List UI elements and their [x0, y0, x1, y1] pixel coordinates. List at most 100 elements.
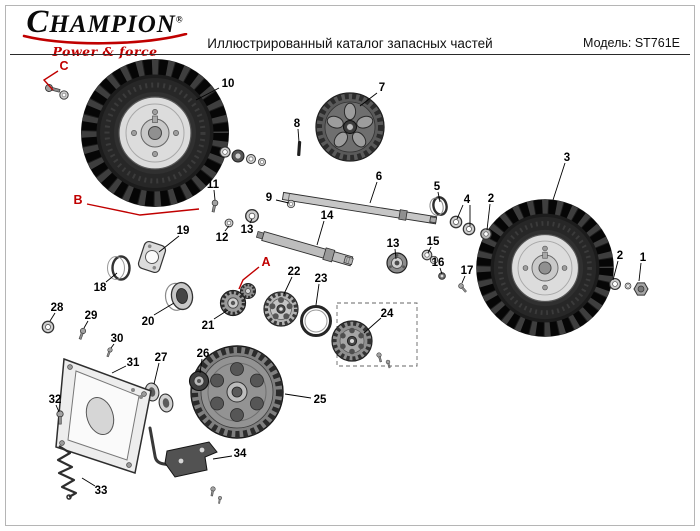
- washer-part: [41, 320, 55, 334]
- hex-axle: [255, 231, 354, 267]
- leader-line: [49, 312, 56, 322]
- leader-line: [297, 128, 300, 143]
- leader-line: [275, 199, 290, 204]
- washer-part: [224, 218, 234, 228]
- leader-line: [638, 262, 642, 282]
- washer-part: [624, 282, 632, 290]
- part-callout: 10: [222, 78, 235, 90]
- bevel-gear: [219, 289, 247, 317]
- part-callout: 20: [142, 316, 155, 328]
- leader-line: [369, 181, 378, 204]
- part-callout: 34: [234, 448, 247, 460]
- part-callout: 9: [266, 192, 272, 204]
- part-callout: 28: [51, 302, 64, 314]
- link-arm: [148, 426, 178, 468]
- leader-line: [81, 477, 96, 487]
- part-callout: 2: [488, 193, 494, 205]
- leader-line: [456, 204, 464, 220]
- part-callout: 5: [434, 181, 441, 193]
- leader-line: [461, 275, 466, 284]
- part-callout: 24: [381, 308, 394, 320]
- part-callout: 3: [564, 152, 570, 164]
- leader-line: [486, 203, 491, 231]
- part-callout: 7: [379, 82, 385, 94]
- leader-line: [363, 317, 382, 334]
- leader-line: [199, 358, 203, 374]
- bolt-part: [209, 199, 219, 213]
- part-callout: 4: [464, 194, 471, 206]
- part-callout: 13: [241, 224, 254, 236]
- leader-line: [213, 309, 229, 320]
- leader-line: [195, 87, 220, 101]
- flange-bushing: [429, 196, 448, 216]
- part-callout: 2: [617, 250, 623, 262]
- chain-sprocket: [331, 320, 373, 362]
- leader-line: [437, 191, 441, 203]
- pinion-gear: [240, 283, 256, 299]
- leader-line: [212, 455, 233, 460]
- leader-line: [153, 362, 160, 385]
- leader-line: [111, 365, 127, 374]
- bolt-part: [457, 282, 469, 294]
- part-callout: 25: [314, 394, 327, 406]
- brand-wordmark: CHAMPION: [26, 4, 176, 40]
- part-callout: 11: [207, 179, 220, 191]
- washer-part: [462, 222, 476, 236]
- bolt-part: [105, 346, 114, 358]
- registered-mark: ®: [175, 14, 184, 25]
- leader-line: [359, 92, 378, 107]
- leader-line: [153, 302, 175, 316]
- washer-part: [59, 90, 69, 100]
- part-callout: A: [261, 255, 270, 269]
- retaining-ring: [300, 305, 332, 337]
- leader-line: [158, 235, 180, 253]
- flanged-bushing: [164, 281, 194, 311]
- leader-line: [105, 272, 118, 283]
- leader-line: [427, 246, 432, 254]
- leader-line: [283, 276, 293, 295]
- leader-line: [315, 283, 320, 306]
- part-callout: 26: [197, 348, 210, 360]
- hub-spacers: [219, 146, 266, 166]
- bolt-part: [77, 327, 87, 341]
- leader-line: [238, 266, 260, 290]
- part-callout: 29: [85, 310, 98, 322]
- part-callout: 13: [387, 238, 400, 250]
- bolt-part: [385, 359, 392, 369]
- washer-part: [609, 278, 621, 290]
- catalog-title: Иллюстрированный каталог запасных частей: [207, 36, 493, 51]
- part-callout: 27: [155, 352, 168, 364]
- part-callout: 12: [216, 232, 229, 244]
- tension-spring: [56, 445, 78, 500]
- bolt-part: [217, 495, 223, 504]
- axle-shaft: [281, 191, 438, 225]
- bolt-part: [209, 486, 216, 497]
- part-callout: C: [59, 59, 68, 73]
- part-callout: 6: [376, 171, 382, 183]
- leader-line: [55, 404, 60, 413]
- bottom-bracket: [164, 441, 218, 478]
- logo-swoosh: [22, 32, 188, 45]
- flange-ring: [107, 255, 131, 281]
- part-callout: 8: [294, 118, 301, 130]
- right-wheel: [476, 199, 614, 337]
- part-callout: 16: [432, 257, 445, 269]
- leader-line: [83, 320, 89, 329]
- part-callout: B: [73, 193, 82, 207]
- drive-sprocket: [315, 92, 385, 162]
- leader-line: [552, 162, 566, 201]
- bearing-plate: [137, 240, 167, 274]
- washer-part: [480, 228, 492, 240]
- part-callout: 14: [321, 210, 334, 222]
- leader-line: [86, 203, 200, 216]
- part-callout: 23: [315, 273, 328, 285]
- washer-part: [286, 199, 296, 209]
- brand-name: CHAMPION®: [18, 5, 192, 40]
- part-callout: 33: [95, 485, 108, 497]
- flange-bushing: [158, 393, 174, 413]
- leader-line: [394, 248, 397, 260]
- model-label: Модель: ST761E: [583, 36, 680, 50]
- swing-frame: [55, 357, 152, 474]
- leader-line: [249, 218, 253, 224]
